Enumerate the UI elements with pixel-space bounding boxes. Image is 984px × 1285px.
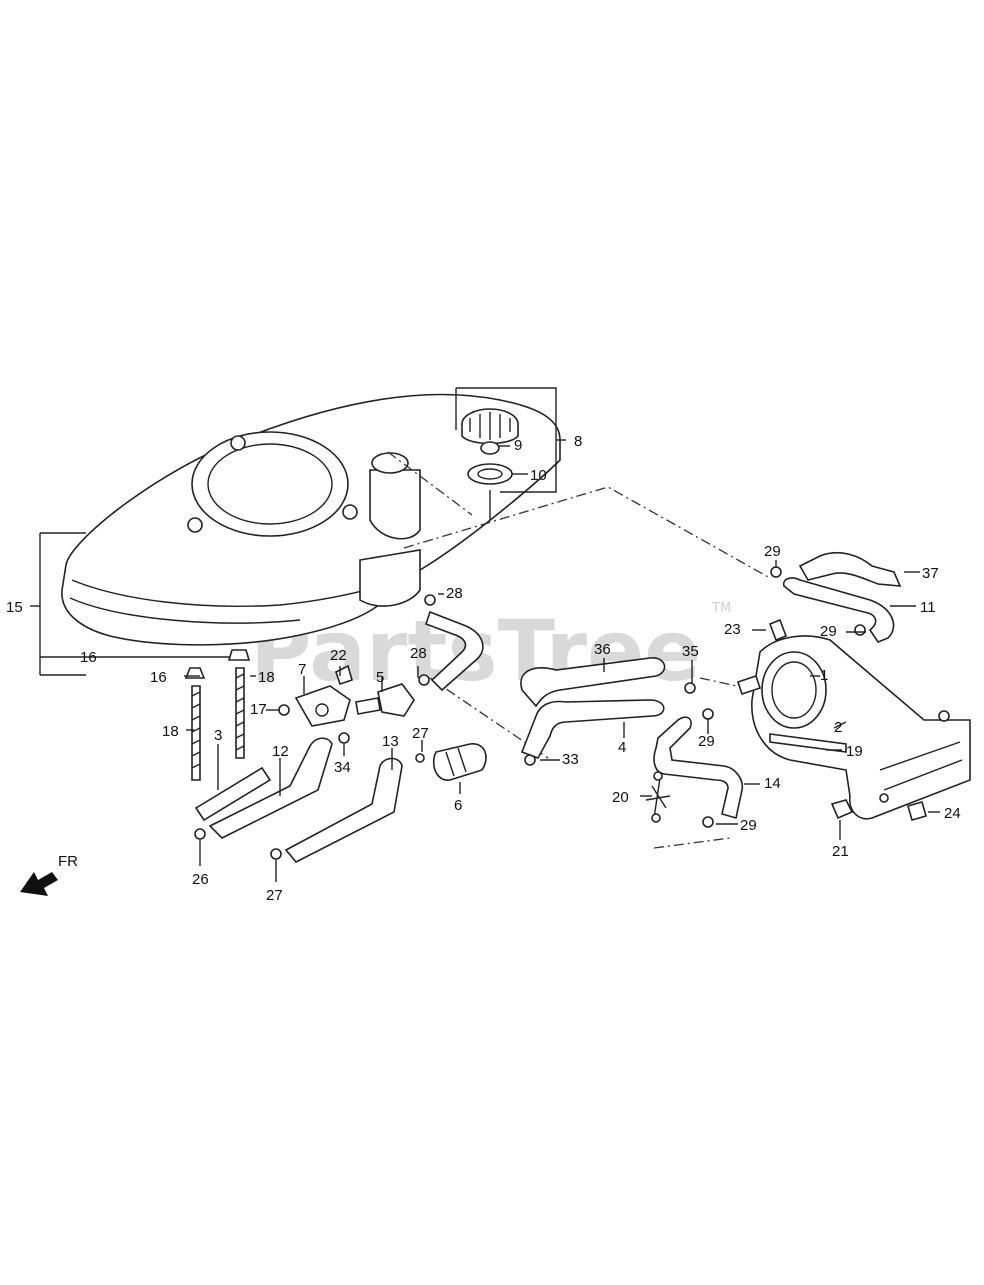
mounting-bolt-part[interactable] — [191, 667, 245, 781]
callout-label: 18 — [258, 669, 275, 686]
assembly-line — [429, 677, 549, 759]
hose-11-part[interactable] — [782, 577, 895, 643]
assembly-line — [387, 451, 473, 516]
fuel-strainer-part[interactable] — [432, 743, 487, 781]
cap-filter-part[interactable] — [467, 463, 513, 485]
callout-label: 23 — [724, 621, 741, 638]
front-direction-arrow-icon — [20, 872, 58, 896]
callout-label: 16 — [80, 649, 97, 666]
fuel-cock-part[interactable] — [294, 685, 351, 727]
tank-outlet-hose-part[interactable] — [424, 610, 484, 692]
callout-label: 17 — [250, 701, 267, 718]
callout-label: 18 — [162, 723, 179, 740]
callout-label: 21 — [832, 843, 849, 860]
callout-label: 7 — [298, 661, 306, 678]
callout-label: 2 — [834, 719, 842, 736]
hose-14-part[interactable] — [653, 716, 744, 820]
callout-label: 15 — [6, 599, 23, 616]
callout-label: 3 — [214, 727, 222, 744]
callout-label: 29 — [740, 817, 757, 834]
front-direction-label: FR — [58, 853, 78, 870]
callout-label: 11 — [920, 599, 936, 616]
callout-label: 34 — [334, 759, 351, 776]
hose-36-part[interactable] — [520, 657, 666, 708]
hose-37-part[interactable] — [798, 551, 902, 587]
callout-label: 26 — [192, 871, 209, 888]
tank-cover-screw-part[interactable] — [768, 618, 788, 642]
callout-label: 33 — [562, 751, 579, 768]
callout-label: 4 — [618, 739, 626, 756]
fuel-cap-part[interactable] — [461, 408, 519, 445]
callout-label: 13 — [382, 733, 399, 750]
callout-label: 19 — [846, 743, 863, 760]
callout-label: 36 — [594, 641, 611, 658]
fuel-hose-13-part[interactable] — [284, 757, 403, 864]
cap-gasket-part[interactable] — [480, 441, 500, 455]
hose-clip-part[interactable] — [194, 566, 866, 860]
callout-label: 12 — [272, 743, 289, 760]
fuel-hose-12-part[interactable] — [208, 737, 333, 839]
callout-label: 5 — [376, 669, 384, 686]
callout-label: 28 — [446, 585, 463, 602]
callout-label: 37 — [922, 565, 939, 582]
assembly-line — [653, 837, 731, 849]
callout-label: 27 — [266, 887, 283, 904]
callout-label: 1 — [820, 667, 828, 684]
callout-label: 24 — [944, 805, 961, 822]
bracket-rod-part[interactable] — [769, 733, 847, 753]
wire-clip-part[interactable] — [645, 771, 671, 823]
callout-label: 10 — [530, 467, 547, 484]
fuel-hose-3-part[interactable] — [194, 766, 272, 822]
watermark-trademark: TM — [711, 601, 731, 616]
hose-4-part[interactable] — [520, 699, 665, 759]
fuel-joint-part[interactable] — [355, 683, 415, 717]
callout-label: 29 — [820, 623, 837, 640]
tank-assy-bracket — [39, 532, 86, 676]
callout-label: 20 — [612, 789, 629, 806]
callout-label: 6 — [454, 797, 462, 814]
callout-label: 27 — [412, 725, 429, 742]
callout-label: 29 — [764, 543, 781, 560]
fuel-tank-part[interactable] — [61, 393, 561, 646]
callout-label: 16 — [150, 669, 167, 686]
callout-label: 22 — [330, 647, 347, 664]
callout-label: 35 — [682, 643, 699, 660]
tank-cap-part[interactable] — [736, 651, 827, 729]
callout-label: 14 — [764, 775, 781, 792]
callout-labels: 1 2 3 4 5 6 7 8 9 10 11 12 13 14 15 16 1… — [6, 433, 961, 904]
callout-label: 8 — [574, 433, 582, 450]
nut-part[interactable] — [830, 799, 927, 821]
leader-lines — [184, 445, 940, 882]
callout-label: 29 — [698, 733, 715, 750]
cock-screw-part[interactable] — [278, 704, 290, 716]
callout-label: 28 — [410, 645, 427, 662]
callout-label: 9 — [514, 437, 522, 454]
